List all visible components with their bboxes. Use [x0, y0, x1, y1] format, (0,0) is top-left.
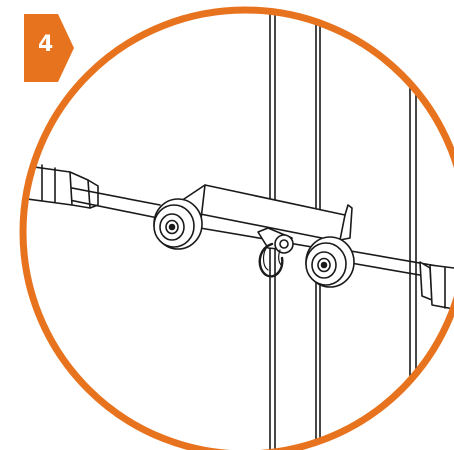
- detail-view: [23, 10, 454, 450]
- right-roller-wheel: [305, 236, 355, 288]
- left-roller-wheel: [153, 198, 203, 250]
- step-number-badge: [24, 14, 74, 82]
- step-number: 4: [38, 32, 54, 57]
- ring-clip: [257, 227, 294, 278]
- right-end-fitting: [419, 261, 454, 313]
- detail-circle-frame: [19, 6, 454, 450]
